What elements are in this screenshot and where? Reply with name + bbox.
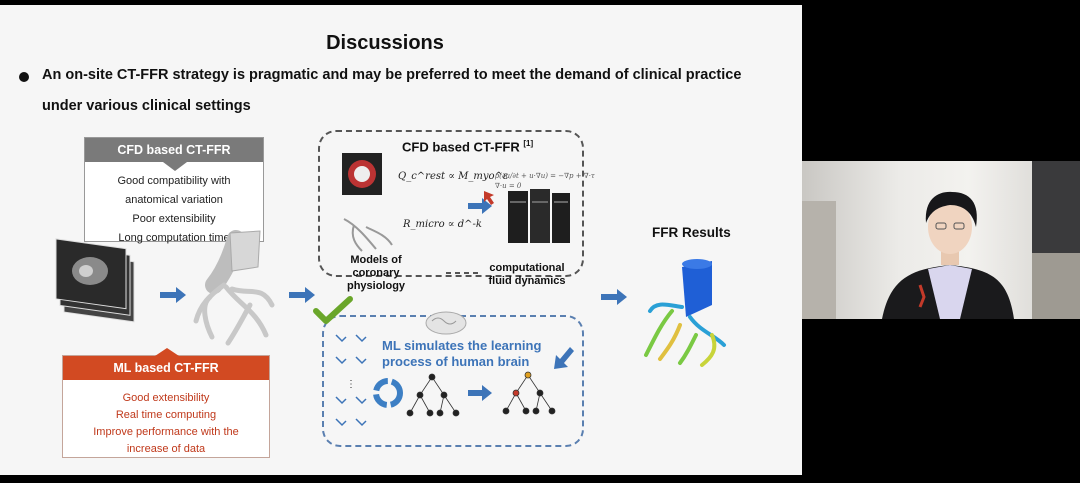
neural-network-trained-icon [502,371,556,415]
ml-box-header: ML based CT-FFR [63,356,269,380]
ml-simulation-line: process of human brain [382,354,530,369]
arrow-icon [468,198,492,214]
arrow-icon [554,347,574,369]
laser-pointer-icon [484,191,494,205]
slide-title: Discussions [326,32,444,54]
models-label: Models of coronary physiology [336,254,416,293]
bullet-text-line-1: An on-site CT-FFR strategy is pragmatic … [42,67,742,83]
training-samples-icon [335,334,367,427]
bullet-text-line-2: under various clinical settings [42,98,251,114]
ns-equation-momentum: ρ(∂u/∂t + u·∇u) = −∇p + ∇·τ [495,172,595,180]
arrow-icon [601,289,627,305]
brain-icon [425,311,467,335]
cfd-label-line: fluid dynamics [488,275,566,287]
ml-header-notch [155,348,179,356]
cfd-box-header: CFD based CT-FFR [85,138,263,162]
models-label-line: coronary [352,267,400,279]
cfd-dashed-panel [318,130,584,277]
citation-reference: [1] [523,139,534,148]
ml-line: Good extensibility [122,392,210,404]
cfd-label-line: computational [489,262,565,274]
ml-simulation-line: ML simulates the learning [382,338,542,353]
aorta-icon [229,230,261,272]
ml-line: increase of data [126,443,206,455]
heart-scan-icon [342,153,382,195]
flow-equation: Q_c^rest ∝ M_myo^ε [398,171,509,182]
presenter-avatar [882,191,1014,319]
ffr-coronary-model-icon [644,259,726,367]
presentation-slide: Discussions An on-site CT-FFR strategy i… [0,5,802,475]
arrow-icon [468,385,492,401]
neural-network-icon [406,373,460,417]
cfd-label: computational fluid dynamics [482,262,572,288]
ellipsis-icon: ⋮ [346,379,356,390]
cfd-summary-box: CFD based CT-FFR Good compatibility with… [84,137,264,244]
ml-simulation-text: ML simulates the learning process of hum… [382,338,562,370]
cfd-line: anatomical variation [125,194,223,206]
slide-graphics: ⋮ [55,153,726,427]
presenter-video-feed [802,161,1080,319]
ml-line: Real time computing [115,409,217,421]
models-label-line: physiology [346,280,406,292]
video-background-shelf [1032,253,1080,319]
ns-equation-continuity: ∇·u = 0 [495,182,522,190]
checkmark-icon [313,296,353,324]
cfd-box-lines: Good compatibility with anatomical varia… [85,172,263,248]
cfd-panel-title: CFD based CT-FFR [1] [402,139,533,154]
server-icon [508,189,570,243]
bullet-icon [19,72,29,82]
video-background-object [802,201,836,319]
ml-line: Improve performance with the [93,426,239,438]
ml-summary-box: ML based CT-FFR Good extensibility Real … [62,348,270,458]
arrow-icon [160,287,186,303]
ml-box-lines: Good extensibility Real time computing I… [63,390,269,458]
cfd-panel-title-text: CFD based CT-FFR [402,139,520,155]
cfd-header-notch [163,162,187,171]
ct-image-stack-icon [55,238,135,323]
cfd-line: Long computation time [118,232,230,244]
navier-stokes-equations: ρ(∂u/∂t + u·∇u) = −∇p + ∇·τ ∇·u = 0 [495,171,595,191]
cycle-icon [373,378,403,408]
video-background-frame [1032,161,1080,253]
cfd-line: Good compatibility with [117,175,231,187]
ffr-results-label: FFR Results [652,225,731,240]
resistance-equation: R_micro ∝ d^-k [403,219,482,230]
models-label-line: Models of [350,254,402,266]
arrow-icon [289,287,315,303]
cfd-line: Poor extensibility [132,213,216,225]
coronary-diagram-icon [343,218,393,252]
